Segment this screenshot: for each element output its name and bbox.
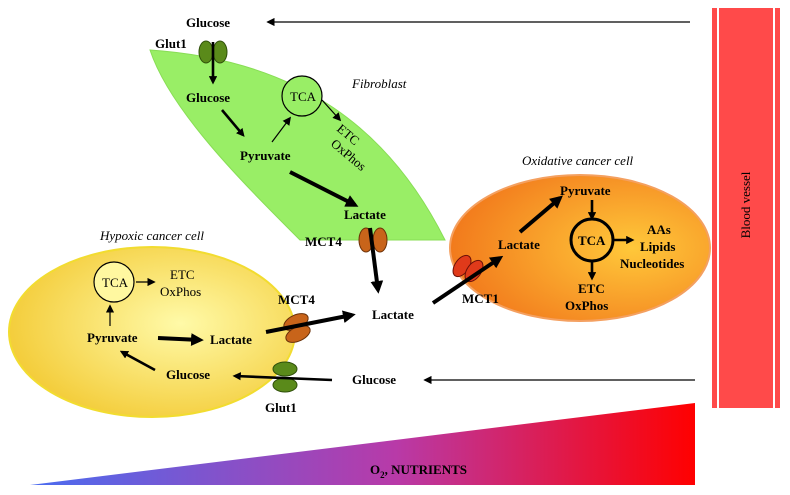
oxidative-tca-circle	[569, 217, 615, 263]
glucose-to-pyruvate-hypoxic	[119, 350, 156, 372]
hypoxic-glut1-label: Glut1	[265, 400, 297, 415]
hypoxic-tca-circle	[93, 261, 135, 303]
fibroblast-title: Fibroblast	[351, 76, 407, 91]
fibroblast-lactate: Lactate	[344, 207, 386, 222]
mct1-label: MCT1	[462, 291, 499, 306]
oxidative-cell	[449, 174, 711, 322]
fibroblast-glut1-label: Glut1	[155, 36, 187, 51]
pyruvate-to-lactate-hypoxic	[157, 333, 204, 346]
oxygen-nutrient-gradient	[30, 403, 695, 485]
fibroblast-tca-circle	[281, 75, 323, 117]
hypoxic-pyruvate: Pyruvate	[87, 330, 138, 345]
lactate-import-oxidative	[431, 255, 504, 305]
fibroblast-mct4-label: MCT4	[305, 234, 342, 249]
glycolysis-arrow-fibroblast	[221, 109, 245, 137]
oxidative-nucleotides: Nucleotides	[620, 256, 684, 271]
hypoxic-title: Hypoxic cancer cell	[99, 228, 204, 243]
gradient-label: O2, NUTRIENTS	[370, 462, 467, 480]
top-glucose-label: Glucose	[186, 15, 230, 30]
hypoxic-oxphos: OxPhos	[160, 284, 201, 299]
fibroblast-glucose: Glucose	[186, 90, 230, 105]
hypoxic-etc: ETC	[170, 267, 195, 282]
hypoxic-cell	[8, 246, 296, 418]
lactate-export-hypoxic	[265, 310, 356, 334]
hypoxic-glucose: Glucose	[166, 367, 210, 382]
blood-vessel: Blood vessel	[712, 8, 780, 408]
oxidative-etc: ETC	[578, 281, 605, 296]
fibroblast-cell	[149, 49, 446, 241]
center-lactate: Lactate	[372, 307, 414, 322]
hypoxic-glut1-transporter	[272, 361, 298, 393]
tca-to-etc-fibroblast	[321, 99, 342, 122]
hypoxic-tca: TCA	[102, 275, 129, 290]
bottom-glucose: Glucose	[352, 372, 396, 387]
oxidative-pyruvate: Pyruvate	[560, 183, 611, 198]
blood-vessel-label: Blood vessel	[738, 171, 753, 238]
lactate-to-pyruvate-oxidative	[518, 195, 563, 234]
oxidative-oxphos: OxPhos	[565, 298, 608, 313]
hypoxic-lactate: Lactate	[210, 332, 252, 347]
oxidative-lactate: Lactate	[498, 237, 540, 252]
oxidative-aas: AAs	[647, 222, 671, 237]
fibroblast-tca: TCA	[290, 89, 317, 104]
pyruvate-to-lactate-fibroblast	[289, 170, 359, 207]
fibroblast-pyruvate: Pyruvate	[240, 148, 291, 163]
glucose-import-hypoxic	[232, 372, 333, 382]
pyruvate-to-tca-fibroblast	[271, 116, 292, 143]
oxidative-tca: TCA	[578, 233, 606, 248]
oxidative-title: Oxidative cancer cell	[522, 153, 634, 168]
lactate-export-fibroblast	[368, 227, 384, 294]
hypoxic-mct4-label: MCT4	[278, 292, 315, 307]
oxidative-lipids: Lipids	[640, 239, 675, 254]
